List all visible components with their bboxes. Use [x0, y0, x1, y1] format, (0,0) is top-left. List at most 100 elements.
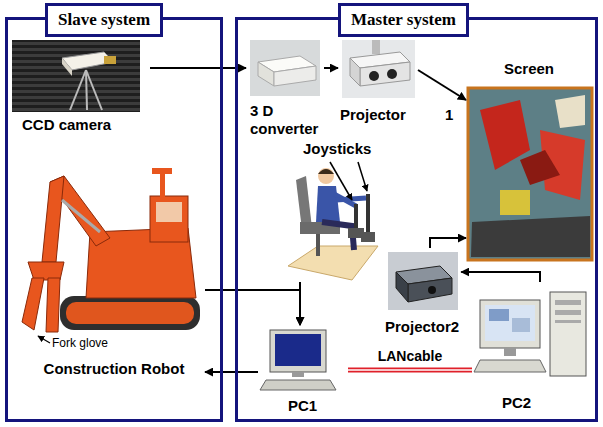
operator-illustration	[330, 162, 352, 200]
pc1-illustration	[270, 330, 326, 372]
projector-photo	[372, 40, 380, 54]
projector2-photo	[428, 286, 436, 294]
signal-arrow	[430, 238, 466, 248]
signal-arrow	[324, 68, 338, 69]
arrow-line	[205, 371, 258, 373]
system-frame: Slave systemCCD cameraConstruction Robot	[5, 17, 223, 422]
ccd-camera-photo	[104, 56, 116, 64]
projector2-photo	[388, 252, 458, 310]
signal-arrow	[150, 68, 246, 69]
node-label: Projector2	[385, 318, 459, 336]
cable-line	[348, 368, 472, 373]
robot-illustration	[150, 196, 188, 242]
arrow-line	[150, 67, 246, 69]
arrow-line	[299, 282, 301, 325]
robot-illustration	[28, 262, 64, 280]
projector2-photo	[388, 252, 458, 310]
node-label: Construction Robot	[39, 360, 189, 378]
cable-line	[348, 369, 472, 371]
device-node: 3 D converter	[246, 38, 324, 140]
computer-node: PC1	[258, 325, 348, 418]
operator-illustration	[318, 168, 334, 184]
screen-image	[468, 88, 592, 260]
robot-illustration	[60, 296, 200, 330]
operator-illustration	[361, 232, 375, 242]
robot-illustration	[152, 168, 172, 174]
operator-illustration	[318, 169, 334, 174]
screen-image	[471, 216, 590, 257]
pc1-illustration	[260, 330, 336, 390]
pc2-illustration	[480, 300, 540, 348]
robot-node: Construction Robot	[12, 160, 205, 410]
projector-number: 1	[445, 106, 453, 124]
screen-image	[520, 150, 560, 185]
signal-arrow	[300, 282, 301, 325]
node-label: Screen	[504, 60, 554, 78]
projector-photo	[342, 40, 415, 98]
node-label: PC2	[502, 394, 531, 412]
operator-illustration	[288, 162, 378, 280]
operator-illustration	[354, 204, 358, 230]
node-label: PC1	[288, 397, 317, 415]
operator-illustration	[358, 162, 367, 191]
projector-photo	[369, 71, 379, 81]
node-label: Joysticks	[303, 140, 371, 158]
projector-photo	[360, 62, 410, 86]
signal-arrow	[205, 372, 258, 373]
robot-illustration	[42, 176, 64, 262]
3d-converter-photo	[250, 40, 320, 96]
ccd-camera-photo	[70, 70, 86, 110]
3d-converter-photo	[250, 40, 320, 96]
projector2-photo	[396, 272, 408, 302]
pc2-illustration	[512, 318, 530, 332]
system-title: Master system	[338, 3, 469, 37]
pc2-illustration	[550, 292, 586, 376]
operator-illustration	[366, 194, 370, 234]
screen-image	[468, 88, 592, 260]
pc2-illustration	[555, 300, 581, 305]
arrow-line	[418, 70, 466, 100]
pc1-illustration	[292, 372, 304, 377]
ccd-camera-photo	[62, 58, 72, 76]
screen-image	[500, 190, 530, 215]
system-title: Slave system	[45, 3, 163, 37]
pc2-illustration	[555, 320, 581, 323]
operator-node: Joysticks	[283, 140, 380, 282]
pc1-illustration	[260, 380, 336, 390]
pc2-illustration	[555, 310, 581, 315]
screen-image	[555, 95, 585, 128]
signal-arrow	[418, 70, 466, 100]
pc2-illustration	[485, 305, 535, 341]
ccd-camera-photo	[12, 40, 140, 112]
screen-node: Screen	[466, 58, 592, 262]
ccd-camera-photo	[86, 70, 87, 110]
projector-photo	[350, 58, 360, 86]
3d-converter-photo	[274, 66, 316, 86]
robot-illustration	[22, 168, 200, 343]
device-node: Projector2	[384, 248, 461, 340]
robot-illustration	[160, 170, 165, 198]
projector2-photo	[408, 278, 452, 302]
projector-photo	[387, 69, 397, 79]
pc2-illustration	[504, 348, 516, 356]
pc1-illustration	[275, 334, 321, 366]
robot-illustration	[38, 336, 50, 343]
edge-label: LANcable	[378, 347, 443, 365]
pc2-illustration	[474, 360, 546, 372]
lan-cable	[348, 370, 472, 371]
projector-photo	[342, 40, 415, 98]
device-node: Projector	[338, 38, 418, 126]
callout-label: Fork glove	[52, 336, 108, 350]
pc2-illustration	[474, 292, 586, 376]
node-label: Projector	[340, 106, 406, 124]
robot-illustration	[22, 278, 44, 330]
node-label: CCD camera	[22, 116, 111, 134]
arrow-line	[205, 290, 300, 325]
operator-illustration	[296, 176, 312, 230]
pc2-illustration	[489, 309, 509, 321]
device-node: CCD camera	[12, 38, 150, 140]
3d-converter-photo	[258, 62, 274, 86]
robot-illustration	[156, 202, 182, 222]
operator-illustration	[288, 246, 378, 280]
